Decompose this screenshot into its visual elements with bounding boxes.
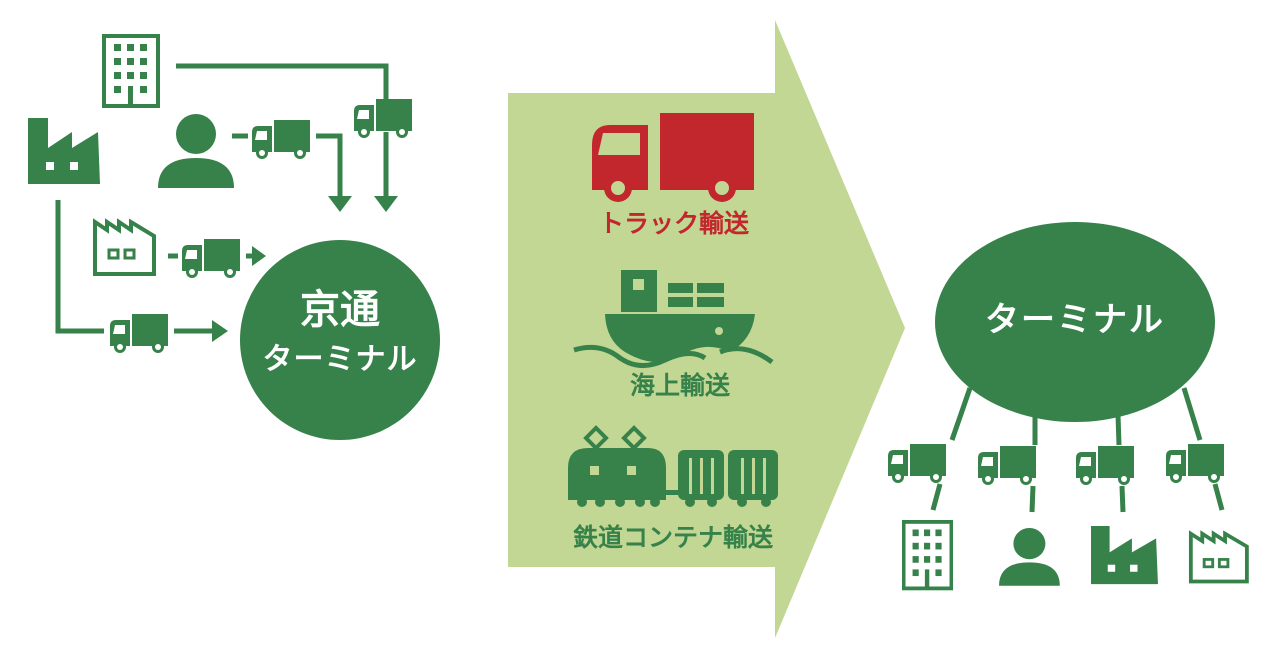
destination-terminal-name: ターミナル <box>985 300 1165 340</box>
truck-icon <box>252 120 310 159</box>
mode-label-sea: 海上輸送 <box>629 371 730 400</box>
truck-icon <box>1076 446 1134 485</box>
office-building-icon <box>901 520 954 591</box>
factory-outline-icon <box>93 220 156 276</box>
factory-solid-icon <box>1091 526 1158 585</box>
mode-label-rail: 鉄道コンテナ輸送 <box>572 523 773 552</box>
terminal-ellipse <box>935 222 1215 422</box>
factory-outline-icon <box>1188 531 1249 584</box>
truck-icon <box>978 446 1036 485</box>
person-icon <box>999 528 1060 586</box>
ship-icon <box>573 270 774 368</box>
train-icon <box>568 425 778 507</box>
truck-icon <box>110 314 168 353</box>
truck-icon <box>354 99 412 138</box>
kyotsu-terminal-circle <box>240 240 440 440</box>
truck-icon <box>888 444 946 483</box>
truck-icon <box>592 113 754 202</box>
mode-label-truck: トラック輸送 <box>598 209 749 238</box>
kyotsu-terminal-subtitle: ターミナル <box>262 342 418 377</box>
person-icon <box>158 114 234 188</box>
factory-solid-icon <box>28 118 100 184</box>
truck-icon <box>182 239 240 278</box>
office-building-icon <box>102 34 160 108</box>
truck-icon <box>1166 444 1224 483</box>
kyotsu-terminal-name: 京通 <box>300 287 380 333</box>
